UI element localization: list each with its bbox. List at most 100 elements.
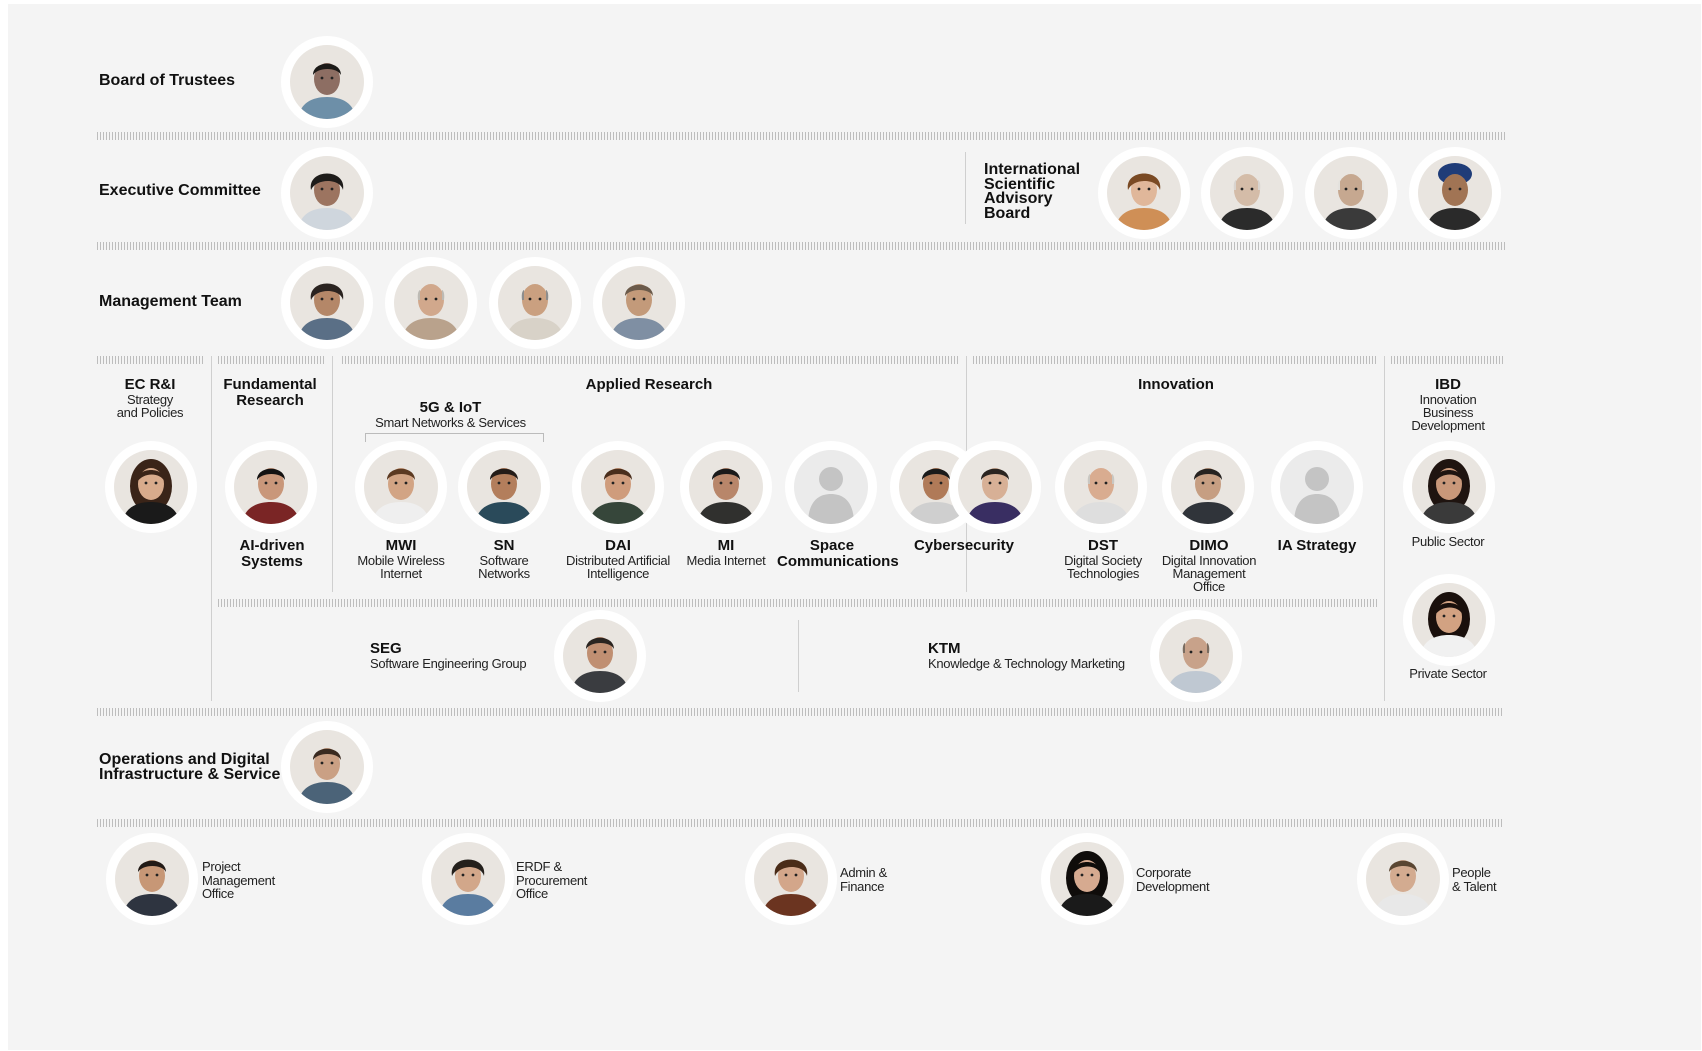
separator	[218, 599, 1378, 607]
ktm-subtitle: Knowledge & Technology Marketing	[928, 656, 1125, 671]
unit-title-ia: IA Strategy	[1277, 537, 1357, 554]
unit-subtitle-mi: Media Internet	[686, 553, 766, 568]
ibd-public-label: Public Sector	[1411, 534, 1485, 549]
portrait-photo	[290, 156, 364, 230]
portrait	[1403, 574, 1495, 666]
unit-title-dst: DST	[1088, 537, 1118, 554]
unit-title-mwi: MWI	[385, 537, 417, 554]
row-label-management: Management Team	[99, 293, 242, 310]
portrait	[593, 257, 685, 349]
seg-subtitle: Software Engineering Group	[370, 656, 527, 671]
portrait-photo	[364, 450, 438, 524]
unit-cyber: Cybersecurity	[904, 538, 1024, 554]
portrait-photo	[394, 266, 468, 340]
group-subtitle-5g-iot: Smart Networks & Services	[375, 415, 526, 430]
divider	[1384, 356, 1385, 701]
portrait-photo	[1280, 450, 1354, 524]
portrait	[1271, 441, 1363, 533]
org-chart: Board of Trustees Executive Committee Ma…	[8, 4, 1701, 1050]
portrait	[680, 441, 772, 533]
seg-title: SEG	[370, 640, 402, 657]
portrait-photo	[1159, 619, 1233, 693]
ibd-private-sector: Private Sector	[1398, 667, 1498, 680]
portrait	[355, 441, 447, 533]
divider	[211, 356, 212, 701]
portrait	[1403, 441, 1495, 533]
portrait	[1305, 147, 1397, 239]
advisory-board-label: International Scientific Advisory Board	[984, 161, 1081, 222]
unit-ai: AI-driven Systems	[222, 538, 322, 570]
separator	[97, 708, 1502, 716]
unit-title-space: Space Communications	[777, 537, 899, 570]
portrait-photo	[234, 450, 308, 524]
portrait-photo	[290, 730, 364, 804]
portrait-photo	[754, 842, 828, 916]
group-header-5g-iot: 5G & IoT Smart Networks & Services	[358, 399, 543, 430]
portrait	[385, 257, 477, 349]
unit-title-cyber: Cybersecurity	[913, 537, 1015, 554]
unit-space: Space Communications	[777, 537, 899, 570]
portrait	[1201, 147, 1293, 239]
column-header-ibd: IBD Innovation Business Development	[1398, 376, 1498, 433]
portrait-photo	[1366, 842, 1440, 916]
unit-title-dimo: DIMO	[1189, 537, 1229, 554]
portrait-photo	[1050, 842, 1124, 916]
column-title-ec: EC R&I	[124, 376, 176, 393]
portrait	[572, 441, 664, 533]
unit-title-sn: SN	[493, 537, 515, 554]
portrait	[1162, 441, 1254, 533]
unit-subtitle-sn: Software Networks	[478, 553, 530, 581]
divider	[332, 356, 333, 592]
portrait-photo	[1210, 156, 1284, 230]
portrait	[785, 441, 877, 533]
portrait-photo	[431, 842, 505, 916]
portrait-photo	[1107, 156, 1181, 230]
seg-label: SEG Software Engineering Group	[370, 640, 527, 671]
portrait-photo	[290, 266, 364, 340]
portrait	[105, 441, 197, 533]
portrait	[949, 441, 1041, 533]
divider	[798, 620, 799, 692]
group-bracket-5g-iot	[365, 433, 544, 442]
office-label: Corporate Development	[1136, 865, 1210, 894]
portrait-photo	[581, 450, 655, 524]
unit-subtitle-dst: Digital Society Technologies	[1064, 553, 1142, 581]
office-label: Project Management Office	[202, 859, 275, 901]
office-label: People & Talent	[1452, 865, 1497, 894]
column-header-fundamental: Fundamental Research	[220, 377, 320, 409]
group-title-5g-iot: 5G & IoT	[419, 399, 482, 416]
portrait-photo	[958, 450, 1032, 524]
portrait	[489, 257, 581, 349]
column-header-applied: Applied Research	[549, 377, 749, 393]
separator	[1391, 356, 1505, 364]
column-title-fundamental: Fundamental Research	[223, 376, 317, 409]
portrait-photo	[1171, 450, 1245, 524]
row-label-operations: Operations and Digital Infrastructure & …	[99, 751, 281, 783]
portrait-photo	[689, 450, 763, 524]
column-title-ibd: IBD	[1435, 376, 1461, 393]
portrait	[281, 36, 373, 128]
divider	[965, 152, 966, 224]
ibd-public-sector: Public Sector	[1398, 535, 1498, 548]
portrait	[281, 257, 373, 349]
unit-title-ai: AI-driven Systems	[239, 537, 305, 570]
row-label-executive: Executive Committee	[99, 182, 261, 199]
portrait	[1357, 833, 1449, 925]
unit-sn: SN Software Networks	[459, 537, 549, 581]
portrait-photo	[290, 45, 364, 119]
portrait-photo	[467, 450, 541, 524]
unit-mwi: MWI Mobile Wireless Internet	[349, 537, 453, 581]
unit-dst: DST Digital Society Technologies	[1054, 537, 1152, 581]
portrait	[281, 721, 373, 813]
portrait	[225, 441, 317, 533]
portrait	[106, 833, 198, 925]
unit-subtitle-mwi: Mobile Wireless Internet	[357, 553, 445, 581]
unit-dai: DAI Distributed Artificial Intelligence	[561, 538, 675, 581]
column-title-innovation: Innovation	[1138, 376, 1214, 393]
office-label: Admin & Finance	[840, 865, 888, 894]
unit-ia: IA Strategy	[1267, 538, 1367, 554]
separator	[218, 356, 324, 364]
portrait-photo	[563, 619, 637, 693]
portrait	[554, 610, 646, 702]
portrait-photo	[114, 450, 188, 524]
